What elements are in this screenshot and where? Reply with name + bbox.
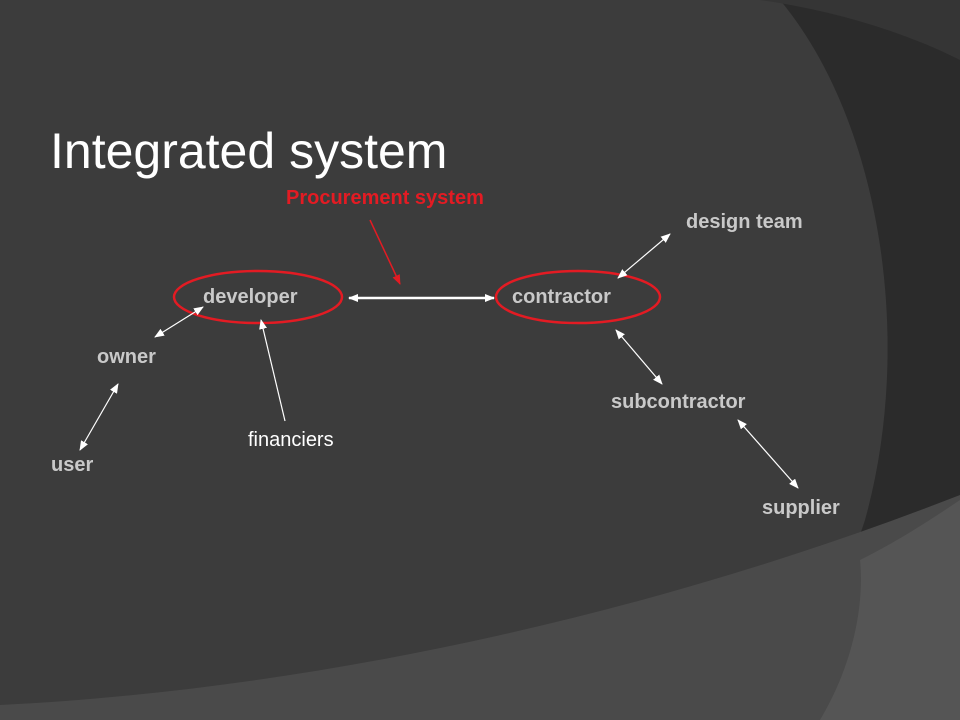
node-supplier: supplier [762, 497, 840, 519]
arrow-subcontractor-supplier [737, 419, 799, 489]
procurement-system-label: Procurement system [286, 187, 484, 209]
node-design-team: design team [686, 211, 803, 233]
node-developer: developer [203, 286, 298, 308]
arrow-financiers-developer [259, 319, 286, 422]
developer-highlight-ellipse [172, 269, 344, 325]
node-contractor: contractor [512, 286, 611, 308]
arrow-procurement-pointer [369, 219, 401, 285]
contractor-highlight-ellipse [494, 269, 662, 325]
arrow-developer-owner [154, 306, 204, 338]
node-user: user [51, 454, 94, 476]
node-subcontractor: subcontractor [611, 391, 746, 413]
arrow-contractor-design-team [617, 233, 671, 279]
arrow-contractor-subcontractor [615, 329, 663, 385]
node-owner: owner [97, 346, 156, 368]
arrow-owner-user [79, 383, 119, 451]
slide-title: Integrated system [50, 123, 448, 179]
node-financiers: financiers [248, 429, 334, 451]
